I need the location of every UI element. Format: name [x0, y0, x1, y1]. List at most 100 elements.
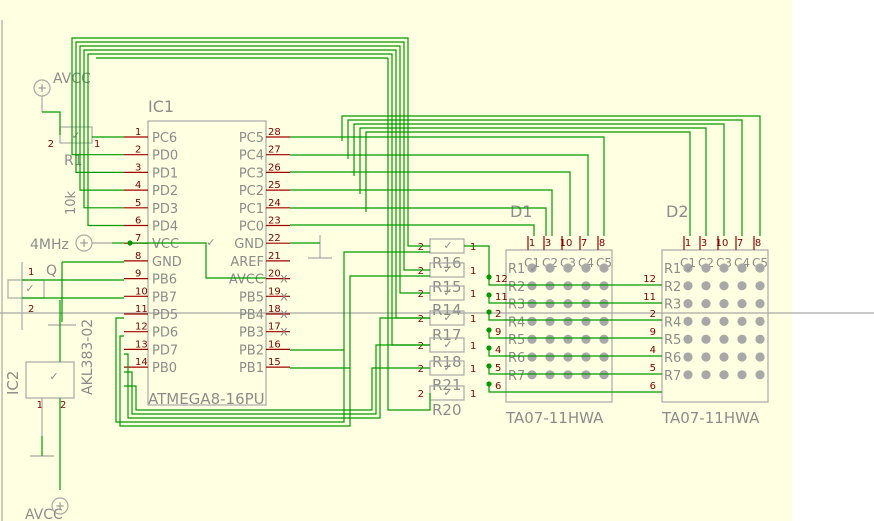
d2-col-bus-wire — [365, 131, 691, 236]
ic2-value: AKL383-02 — [80, 319, 96, 395]
d2-led — [755, 281, 765, 291]
d2-led — [737, 334, 747, 344]
ic1-pin-label: PD6 — [152, 326, 178, 341]
d1-led — [599, 281, 609, 291]
ic1-pin-number: 9 — [135, 269, 141, 280]
d2-led — [737, 352, 747, 362]
d2-led — [737, 263, 747, 273]
col-bus-wire — [290, 171, 571, 236]
d2-value: TA07-11HWA — [661, 409, 760, 427]
d1-row-number: 4 — [495, 345, 501, 356]
d2-led — [719, 334, 729, 344]
d1-led — [581, 334, 591, 344]
d1-body — [505, 249, 613, 403]
d1-value: TA07-11HWA — [505, 409, 604, 427]
ic1-pin-number: 4 — [135, 180, 141, 191]
d1-led — [581, 316, 591, 326]
ic2-name: IC2 — [4, 371, 22, 395]
plus-icon: + — [55, 499, 65, 513]
d2-col-bus-wire — [347, 119, 743, 236]
pb2-wire — [290, 251, 430, 351]
resistor-name: R15 — [432, 278, 462, 296]
d2-led — [701, 370, 711, 380]
d2-row-number: 6 — [650, 381, 656, 392]
d2-row-label: R4 — [664, 315, 681, 330]
resistor-pin-left: 2 — [418, 314, 424, 325]
ic1-pin-label: PD7 — [152, 343, 178, 358]
resistor-name: R21 — [432, 376, 462, 394]
plus-icon: + — [79, 236, 89, 250]
pb-wire — [124, 367, 430, 411]
port-loop-wire — [387, 58, 431, 411]
row-junction — [486, 363, 492, 369]
pb1-wire — [290, 275, 430, 369]
d2-led — [683, 299, 693, 309]
ic2-pin2: 2 — [60, 400, 66, 411]
d1-led — [545, 263, 555, 273]
d2-col-number: 7 — [737, 238, 743, 249]
d1-led — [527, 316, 537, 326]
resistor-pin-right: 1 — [470, 314, 476, 325]
d1-led — [599, 370, 609, 380]
d2-col-number: 8 — [755, 238, 761, 249]
ic1-pin-label: PD4 — [152, 220, 178, 235]
pd6-wire — [119, 335, 351, 427]
d2-row-label: R5 — [664, 333, 681, 348]
no-connect-icon: x — [280, 272, 288, 287]
d1-row-label: R6 — [508, 351, 525, 366]
resistor-check-icon: ✓ — [443, 263, 452, 276]
d2-led — [701, 334, 711, 344]
ic1-check-icon: ✓ — [206, 236, 215, 249]
ic1-pin-number: 16 — [268, 339, 281, 350]
ic1-pin-label: PC2 — [239, 184, 264, 199]
resistor-pin-left: 2 — [418, 341, 424, 352]
d1-col-number: 7 — [581, 238, 587, 249]
d2-row-label: R6 — [664, 351, 681, 366]
ic1-pin-number: 22 — [268, 233, 281, 244]
port-loop-wire — [71, 37, 430, 247]
d1-led — [527, 352, 537, 362]
d1-led — [599, 316, 609, 326]
d1-col-number: 10 — [560, 238, 573, 249]
d1-row-label: R7 — [508, 369, 525, 384]
d2-col-bus-wire — [341, 115, 761, 236]
resistor-check-icon: ✓ — [443, 386, 452, 399]
ic1-pin-number: 2 — [135, 145, 141, 156]
resistor-name: R14 — [432, 301, 462, 319]
ic1-pin-label: PD5 — [152, 308, 178, 323]
d2-led — [755, 334, 765, 344]
row-junction — [486, 345, 492, 351]
pd5-wire — [115, 317, 345, 423]
resistor-check-icon: ✓ — [443, 239, 452, 252]
d2-led — [701, 281, 711, 291]
row-junction — [486, 292, 492, 298]
ic1-pin-number: 18 — [268, 304, 281, 315]
d2-led — [683, 370, 693, 380]
d2-row-number: 5 — [650, 363, 656, 374]
ic1-body — [147, 120, 267, 406]
resistor-pin-left: 2 — [418, 389, 424, 400]
d1-col-number: 3 — [545, 238, 551, 249]
d1-led — [527, 370, 537, 380]
d1-led — [545, 334, 555, 344]
ic1-pin-number: 1 — [135, 127, 141, 138]
d2-row-label: R3 — [664, 298, 681, 313]
d1-led — [581, 370, 591, 380]
col-bus-wire — [290, 224, 535, 236]
resistor-pin-left: 2 — [418, 242, 424, 253]
ic1-name: IC1 — [148, 97, 174, 116]
supply-mid-label: 4MHz — [30, 237, 69, 253]
d2-led — [737, 370, 747, 380]
col-bus-wire — [290, 154, 589, 236]
ic1-pin-number: 24 — [268, 198, 281, 209]
ic1-pin-number: 27 — [268, 145, 281, 156]
d2-led — [719, 299, 729, 309]
ic1-pin-number: 6 — [135, 216, 141, 227]
d2-row-number: 11 — [643, 292, 656, 303]
port-loop-wire — [79, 45, 430, 294]
d2-col-number: 3 — [701, 238, 707, 249]
ic1-pin-label: GND — [234, 237, 264, 252]
resistor-check-icon: ✓ — [443, 361, 452, 374]
d2-led — [755, 263, 765, 273]
crystal-check-icon: ✓ — [25, 282, 34, 295]
